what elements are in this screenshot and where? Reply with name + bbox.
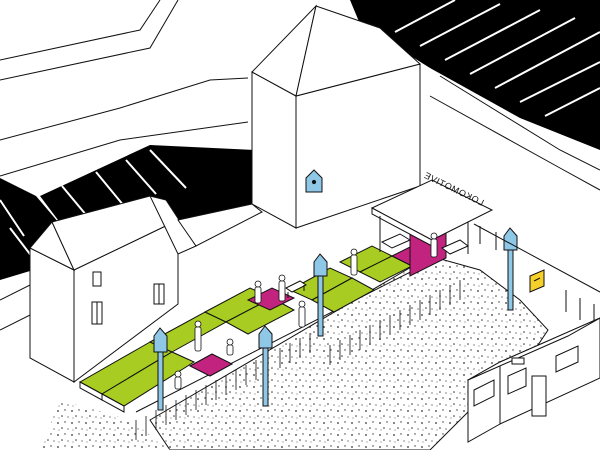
tram-window: [473, 379, 495, 407]
left-house: [29, 195, 197, 383]
tram-roof-unit: [511, 357, 525, 365]
lawn-plot-7: [310, 277, 376, 313]
person-icon: [298, 300, 306, 328]
person-icon: [350, 248, 358, 276]
bench: [285, 280, 307, 298]
person-icon: [194, 320, 202, 352]
info-sign: [529, 269, 545, 293]
window: [92, 271, 102, 287]
canopy-bench: [380, 233, 412, 249]
lamp-post-icon: [153, 327, 168, 411]
person-icon: [254, 280, 262, 304]
tram-window: [507, 367, 527, 395]
tram-icon: [467, 317, 600, 443]
tram-door: [531, 375, 547, 417]
tall-building-roof: [295, 5, 422, 97]
lamp-post-icon: [258, 325, 273, 407]
person-icon: [226, 338, 234, 356]
tram-roof: [467, 317, 600, 381]
road-network: [0, 0, 600, 331]
magenta-block-1: [188, 353, 234, 377]
canopy-bench: [441, 239, 469, 255]
connecting-wall: [177, 203, 263, 247]
picket-fence: [135, 261, 461, 440]
birdhouse-icon: [305, 169, 323, 193]
gravel-lower-left: [40, 400, 170, 450]
lawn-step-2: [101, 393, 125, 413]
lamp-post-icon: [503, 227, 518, 311]
lamp-post-icon: [313, 253, 328, 337]
person-icon: [278, 274, 286, 302]
person-icon: [430, 232, 438, 258]
tram-window: [555, 345, 579, 373]
tall-building-front-wall: [251, 71, 297, 229]
tall-building: [177, 4, 422, 247]
person-icon: [174, 370, 182, 390]
canopy-shelter: [370, 179, 494, 255]
left-house-front-wall: [29, 247, 75, 383]
